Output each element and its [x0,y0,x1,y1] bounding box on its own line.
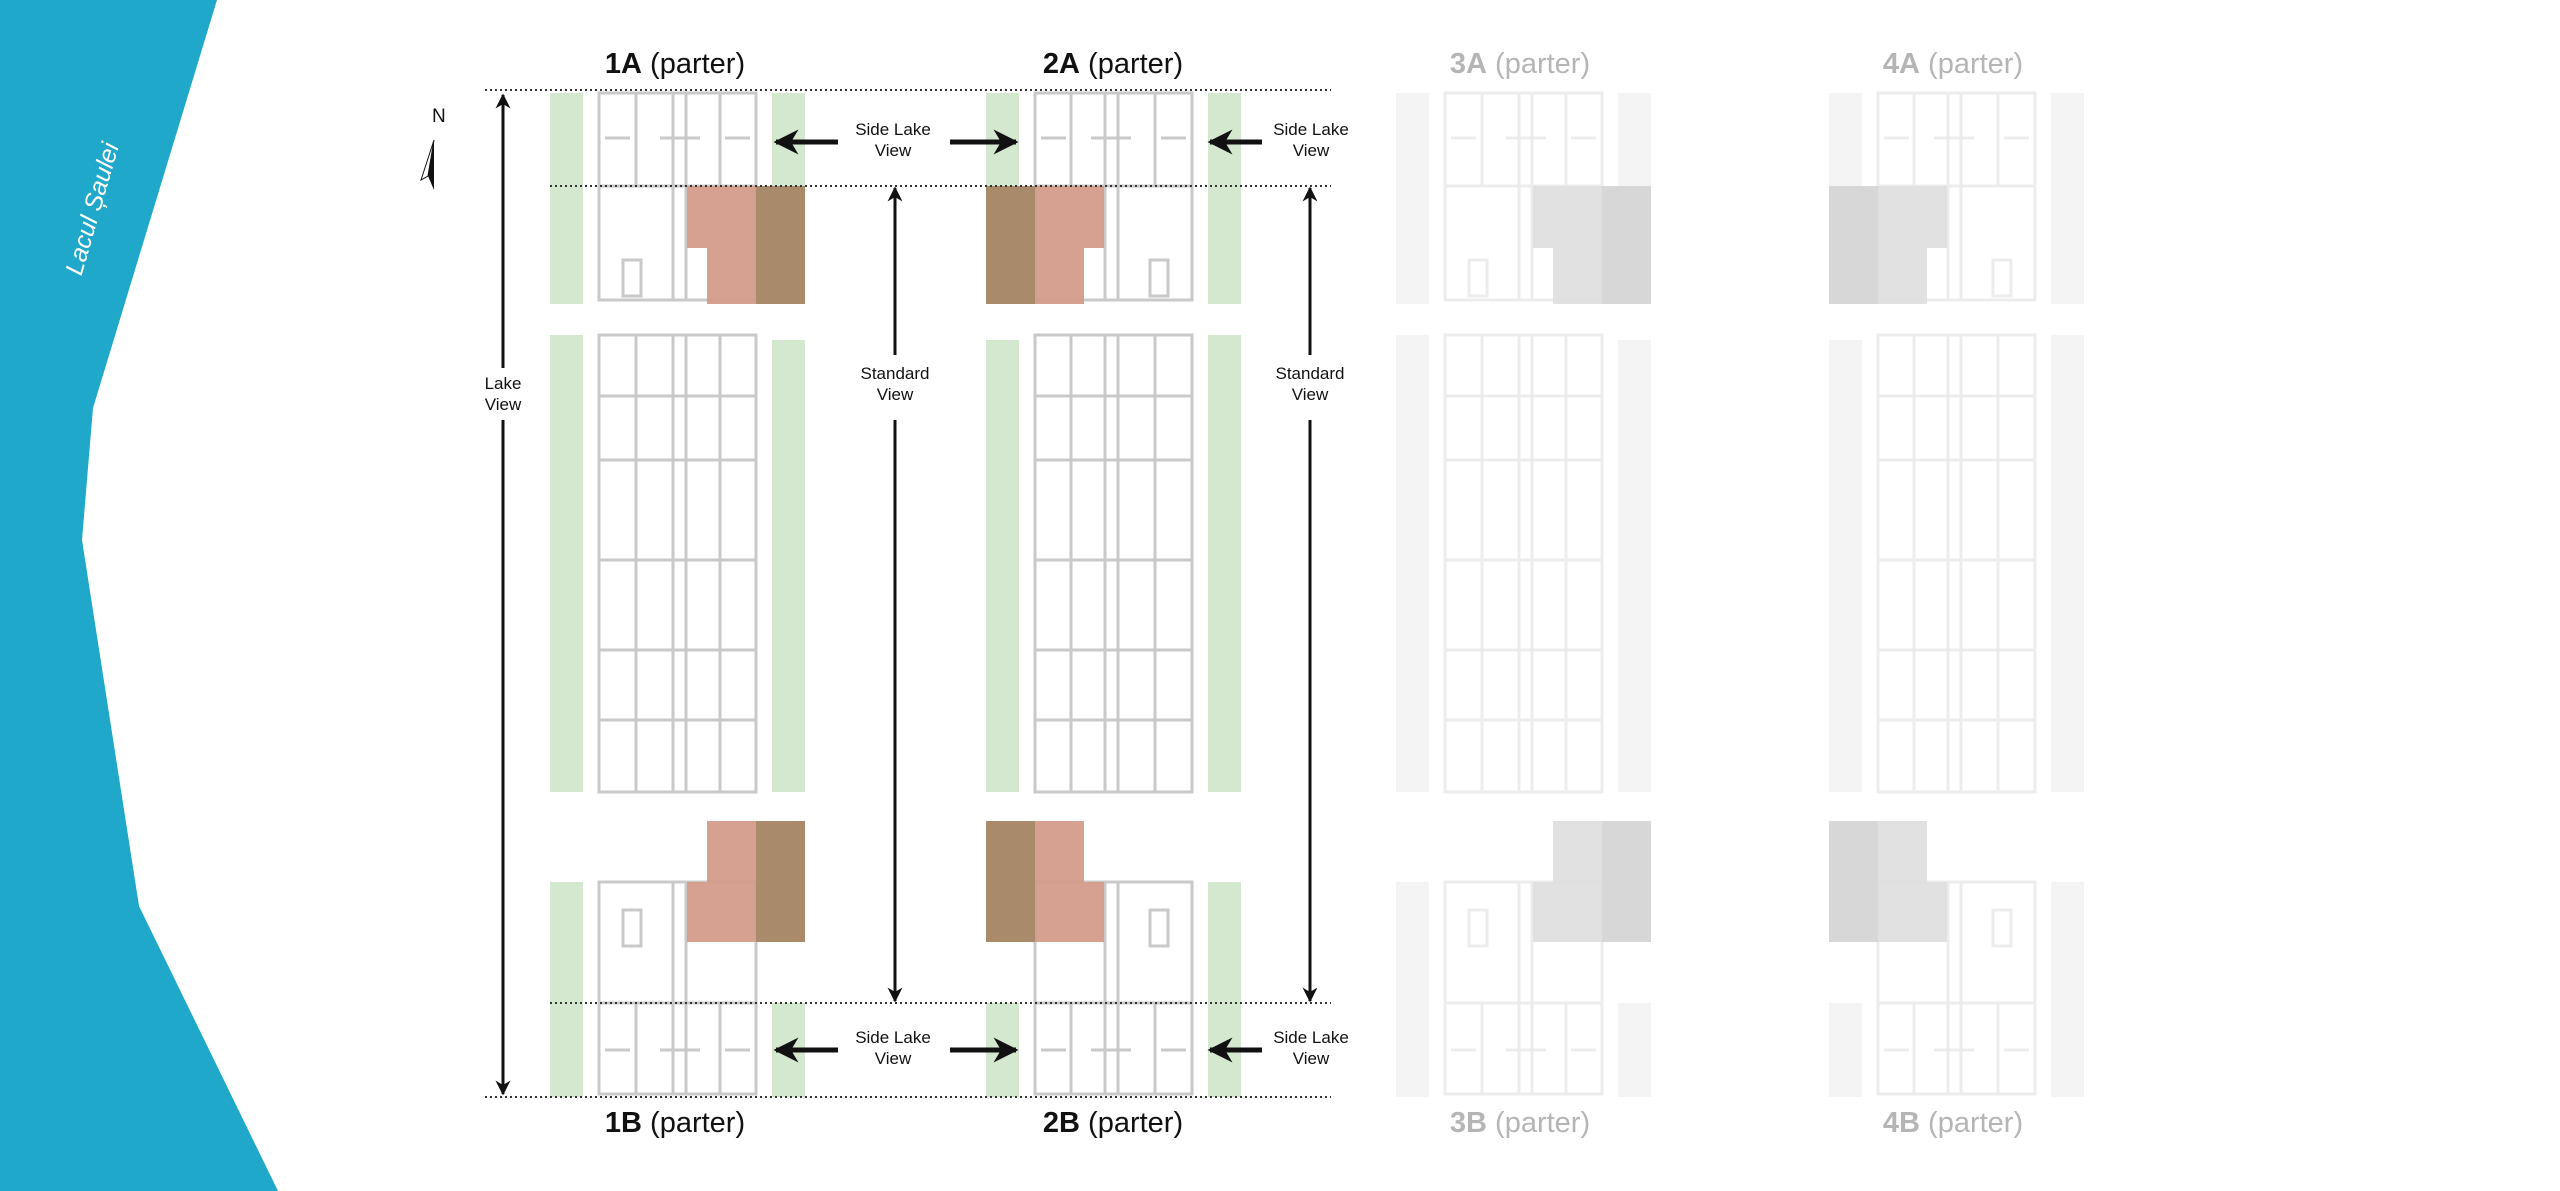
building-4 [1827,91,2086,1099]
building-title-4a: 4A (parter) [1882,48,2024,80]
building-title-3b: 3B (parter) [1449,1107,1591,1139]
dotted-boundaries [485,89,1331,1098]
north-label: N [432,106,446,127]
building-title-2a: 2A (parter) [1042,48,1184,80]
view-arrows [495,93,1318,1096]
building-3 [1394,91,1653,1099]
building-title-1b: 1B (parter) [604,1107,746,1139]
building-title-2b: 2B (parter) [1042,1107,1184,1139]
compass-arrow-icon [420,139,435,190]
building-2 [984,91,1243,1099]
building-title-3a: 3A (parter) [1449,48,1591,80]
lake-area [0,0,278,1191]
building-1 [548,91,807,1099]
building-title-1a: 1A (parter) [604,48,746,80]
building-title-4b: 4B (parter) [1882,1107,2024,1139]
